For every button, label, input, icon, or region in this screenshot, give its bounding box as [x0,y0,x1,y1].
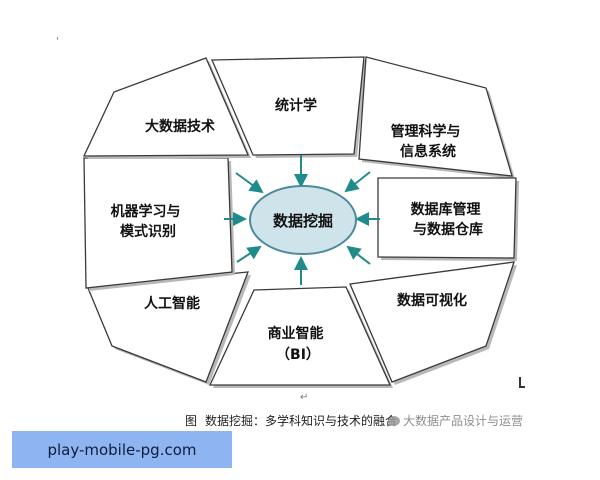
segment-business-intelligence: 商业智能 （BI） [208,286,393,388]
segment-big-data: 大数据技术 [82,57,251,159]
paragraph-mark: ↵ [300,392,309,403]
segment-management-science: 管理科学与 信息系统 [358,56,515,179]
watermark: 大数据产品设计与运营 [388,412,523,429]
arrow-top-right [344,171,371,193]
segment-label-machine-learning: 机器学习与 模式识别 [111,203,186,240]
arrow-top-left [235,172,264,194]
figure-caption: 图数据挖掘：多学科知识与技术的融合 [185,412,397,429]
arrow-bottom-right [346,245,371,265]
segment-label-big-data: 大数据技术 [145,118,215,135]
segment-label-management-science: 管理科学与 信息系统 [391,123,466,160]
segment-statistics: 统计学 [211,56,367,158]
segment-label-business-intelligence: 商业智能 （BI） [268,325,329,363]
segment-machine-learning: 机器学习与 模式识别 [83,157,235,291]
arrows [224,155,380,285]
text-cursor-mark [519,377,525,388]
data-mining-diagram: 统计学 管理科学与 信息系统 数据库管理 与数据仓库 数据可视化 商业智能 （B… [82,56,519,388]
segment-label-database-management: 数据库管理 与数据仓库 [411,201,486,238]
center-label: 数据挖掘 [273,212,333,230]
wechat-icon [388,415,400,426]
watermark-text: 大数据产品设计与运营 [403,414,524,428]
url-banner[interactable]: play-mobile-pg.com [12,431,232,468]
segment-label-data-visualization: 数据可视化 [397,292,467,309]
figure-caption-text: 数据挖掘：多学科知识与技术的融合 [205,414,398,428]
segment-label-statistics: 统计学 [275,97,317,114]
url-banner-text: play-mobile-pg.com [47,440,197,459]
segment-label-artificial-intelligence: 人工智能 [144,295,200,312]
figure-label: 图 [185,414,198,428]
segment-database-management: 数据库管理 与数据仓库 [377,177,519,261]
center-node: 数据挖掘 [249,185,357,255]
corner-mark: ' [56,36,59,47]
segment-artificial-intelligence: 人工智能 [87,271,251,385]
segment-data-visualization: 数据可视化 [349,261,517,385]
arrow-bottom-left [236,245,262,263]
